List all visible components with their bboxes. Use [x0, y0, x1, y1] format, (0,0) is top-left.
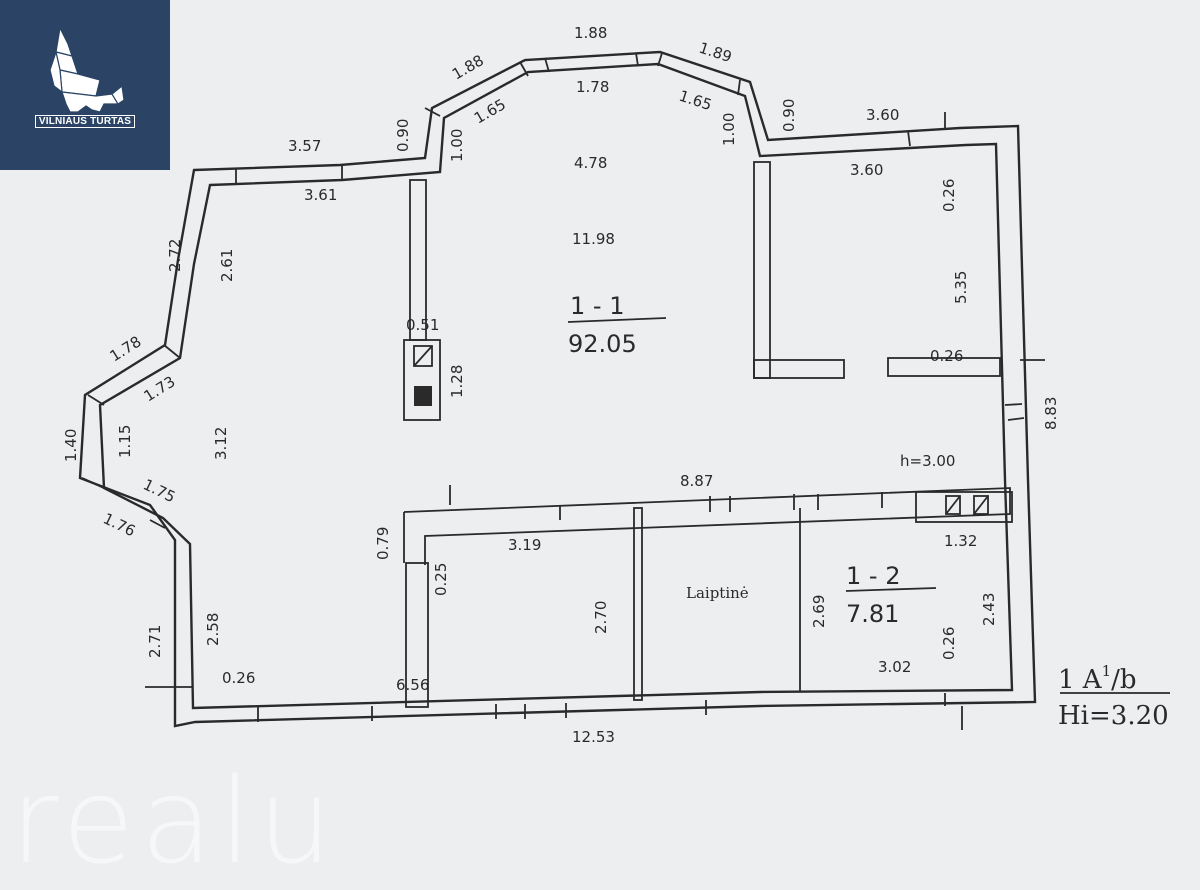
dim-label: 0.90 — [394, 119, 412, 152]
dim-label: 8.83 — [1042, 397, 1060, 430]
dim-label: 4.78 — [574, 154, 607, 172]
dim-label: 2.72 — [166, 239, 184, 272]
company-logo: VILNIAUS TURTAS — [0, 0, 170, 170]
dim-label: 3.61 — [304, 186, 337, 204]
dim-label: 6.56 — [396, 676, 429, 694]
outer-wall — [78, 50, 1037, 728]
dim-label: 0.26 — [930, 347, 963, 365]
inner-wall — [98, 62, 1014, 710]
dim-label: 3.02 — [878, 658, 911, 676]
dim-label: 1.75 — [140, 475, 178, 506]
dim-label: 12.53 — [572, 728, 615, 746]
partition-wall — [753, 161, 771, 379]
dim-label: 3.19 — [508, 536, 541, 554]
room-id: 1 - 2 — [846, 562, 900, 590]
dim-label: 0.26 — [222, 669, 255, 687]
dim-label: 1.88 — [574, 24, 607, 42]
room-height: h=3.00 — [900, 452, 955, 470]
dim-label: 2.61 — [218, 249, 236, 282]
dim-label: 1.40 — [62, 429, 80, 462]
dim-label: 2.43 — [980, 593, 998, 626]
room-label: Laiptinė — [686, 584, 749, 602]
lower-partition — [403, 487, 1011, 565]
floor-ref: 1 A1/b — [1058, 662, 1137, 695]
vent-block — [915, 491, 1013, 523]
room-area: 92.05 — [568, 330, 637, 358]
dim-label: 2.70 — [592, 601, 610, 634]
dim-label: 2.58 — [204, 613, 222, 646]
dim-label: 11.98 — [572, 230, 615, 248]
dim-label: 1.88 — [449, 51, 487, 83]
dim-label: 0.90 — [780, 99, 798, 132]
vent-shaft-dark — [414, 386, 432, 406]
dim-label: 0.26 — [940, 627, 958, 660]
dim-label: 3.60 — [850, 161, 883, 179]
window-marks — [81, 52, 1025, 722]
dim-label: 5.35 — [952, 271, 970, 304]
dim-label: 0.51 — [406, 316, 439, 334]
dim-label: 1.65 — [677, 87, 714, 114]
dim-label: 0.25 — [432, 563, 450, 596]
logo-name: VILNIAUS TURTAS — [34, 115, 136, 128]
dim-label: 1.32 — [944, 532, 977, 550]
dim-label: 1.89 — [697, 39, 734, 66]
room-id: 1 - 1 — [570, 292, 624, 320]
stair-wall — [633, 507, 643, 701]
room-area: 7.81 — [846, 600, 899, 628]
dim-label: 3.60 — [866, 106, 899, 124]
partition-wall — [753, 359, 845, 379]
dim-label: 1.78 — [576, 78, 609, 96]
floor-plan: 3.57 3.61 0.90 1.00 1.88 1.65 1.88 1.78 … — [62, 24, 1170, 746]
dim-label: 2.71 — [146, 625, 164, 658]
partition-wall — [887, 357, 1001, 377]
ceiling-height: Hi=3.20 — [1058, 701, 1169, 731]
watermark: realu — [10, 752, 339, 890]
dim-label: 3.12 — [212, 427, 230, 460]
dimension-ticks — [145, 112, 1170, 730]
wolf-icon — [49, 26, 125, 113]
dim-label: 0.26 — [940, 179, 958, 212]
column — [403, 339, 441, 421]
dim-label: 8.87 — [680, 472, 713, 490]
dim-label: 3.57 — [288, 137, 321, 155]
dim-label: 1.00 — [720, 113, 738, 146]
dim-label: 0.79 — [374, 527, 392, 560]
vent-shaft — [413, 345, 433, 367]
dim-label: 2.69 — [810, 595, 828, 628]
dim-label: 1.28 — [448, 365, 466, 398]
dim-label: 1.00 — [448, 129, 466, 162]
dim-label: 1.76 — [100, 509, 138, 540]
dim-label: 1.15 — [116, 425, 134, 458]
lower-partition — [405, 562, 429, 708]
